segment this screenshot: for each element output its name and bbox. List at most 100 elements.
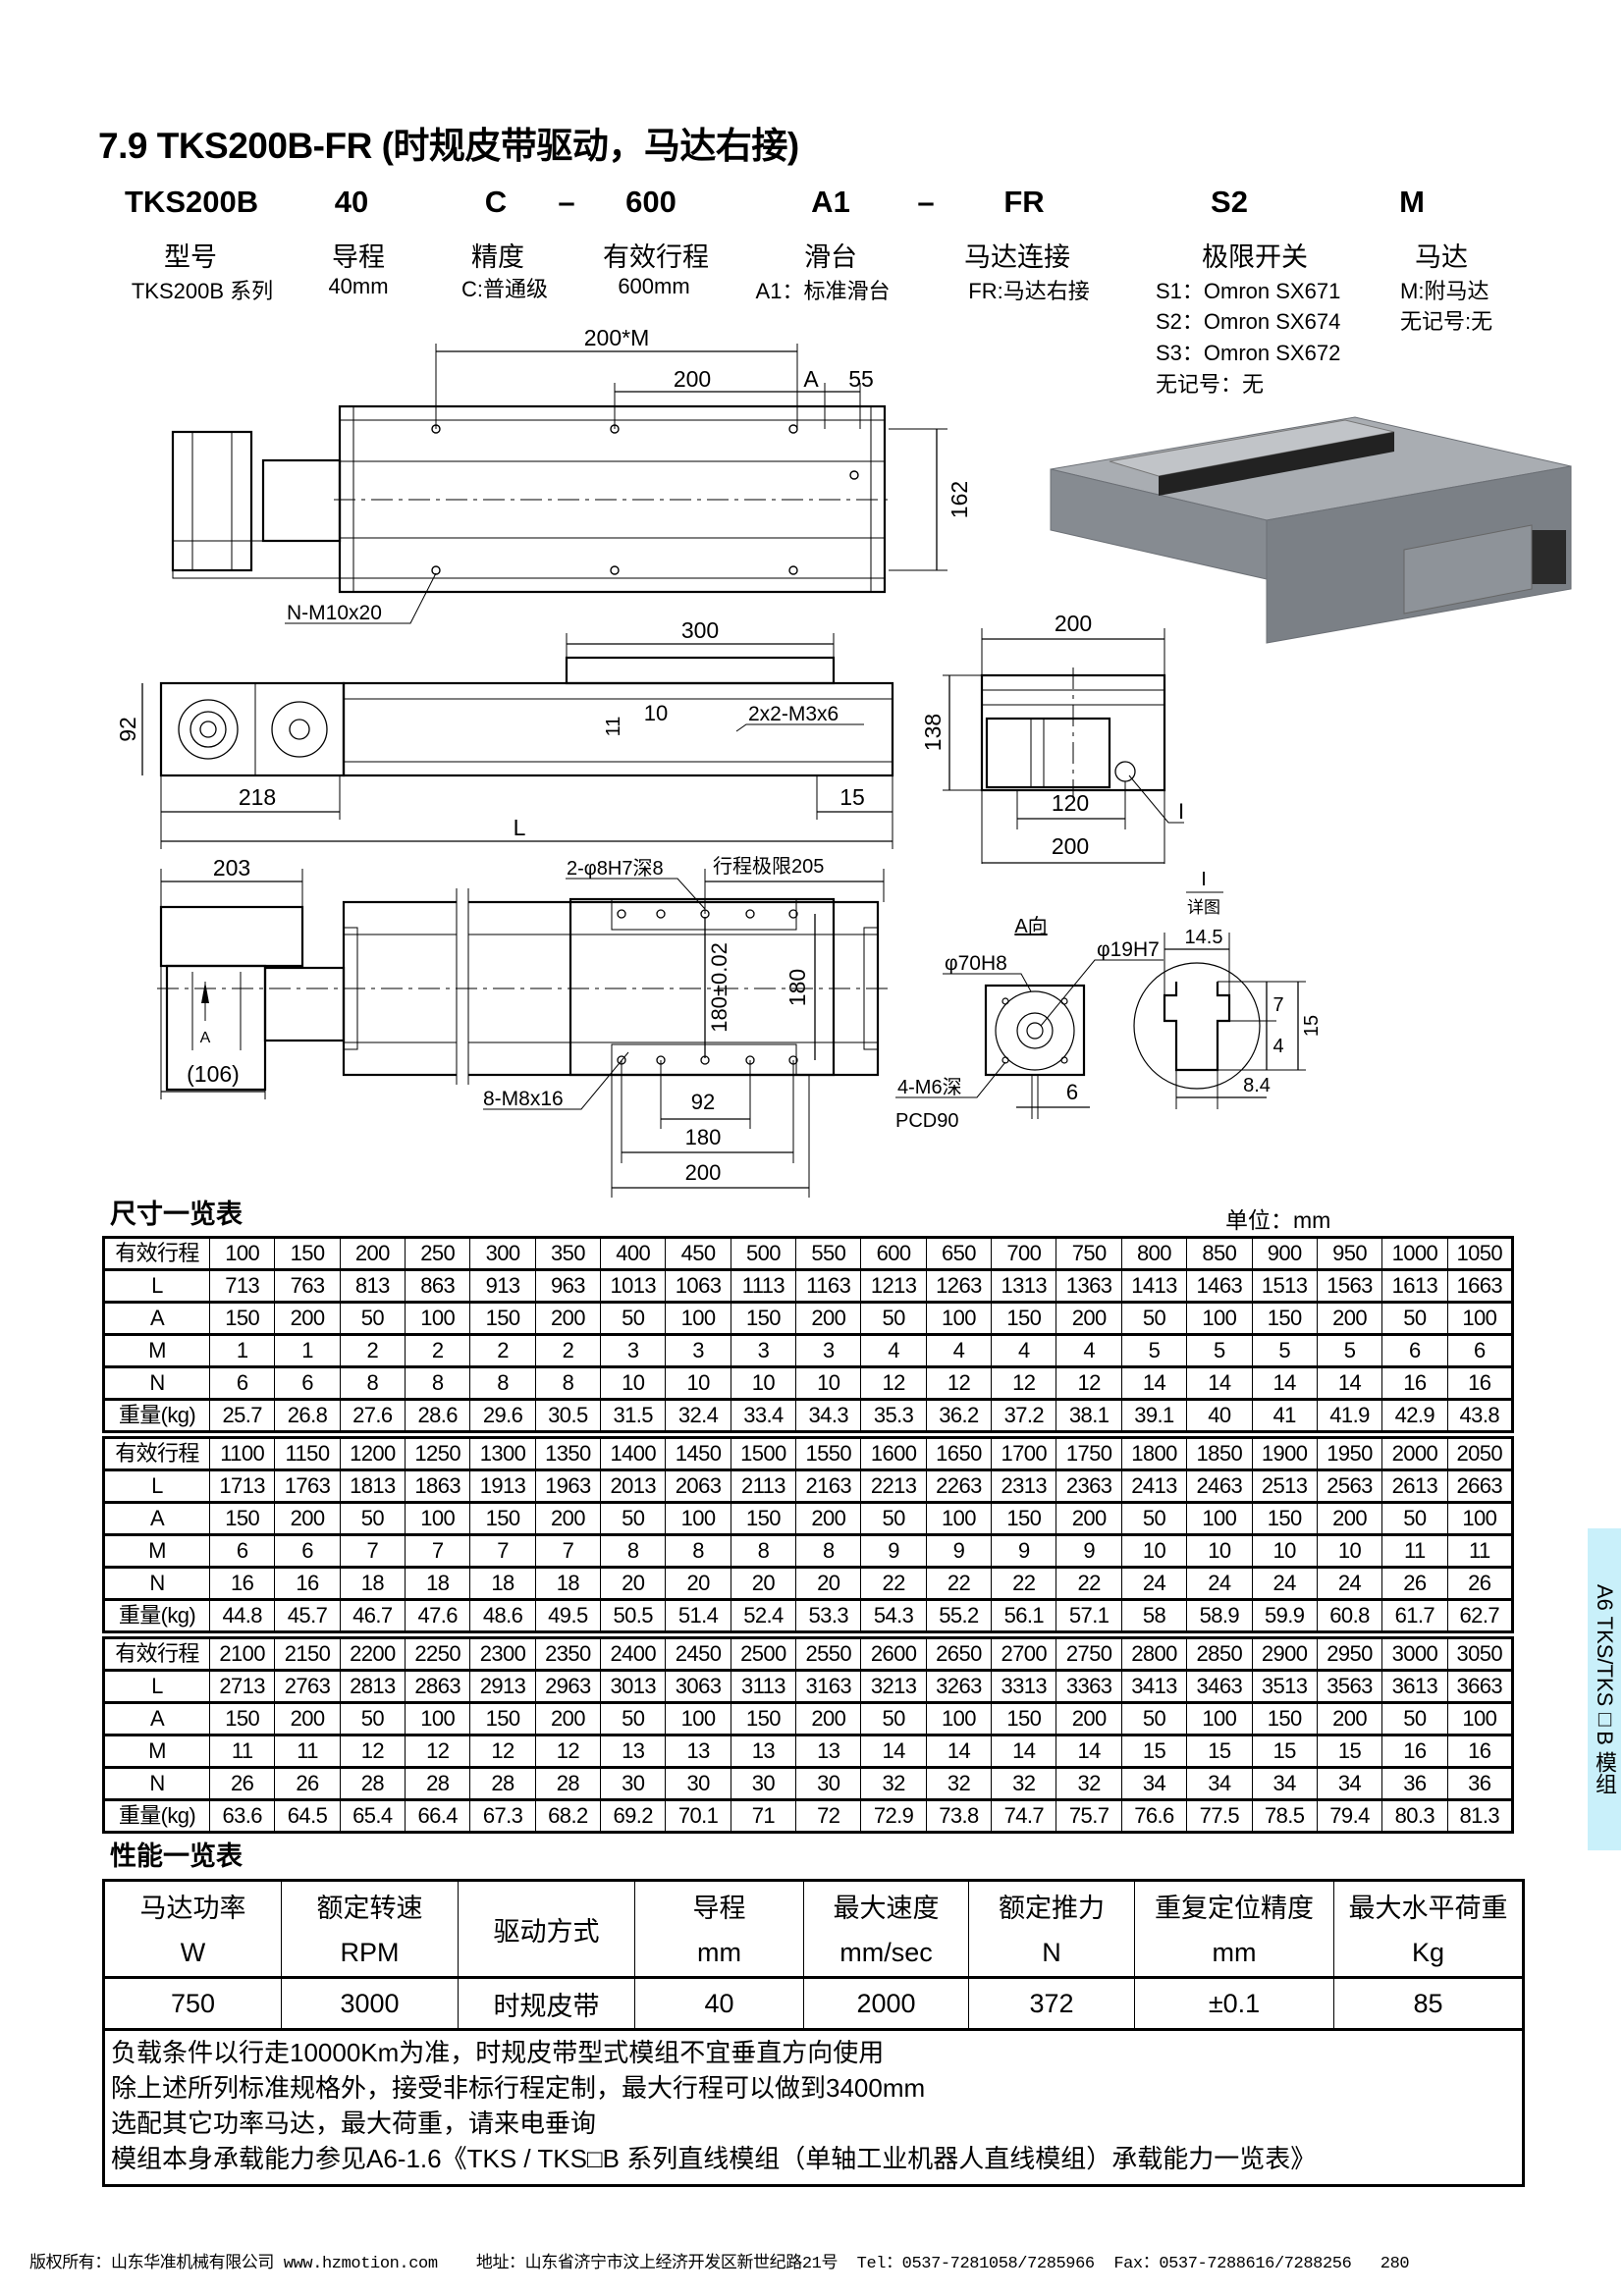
dim-300: 300: [681, 617, 719, 643]
table-cell: 24: [1251, 1566, 1318, 1600]
label-lead: 导程: [332, 242, 385, 272]
table-cell: 28: [405, 1766, 471, 1800]
table-cell: 20: [665, 1566, 731, 1600]
table-cell: 24: [1186, 1566, 1253, 1600]
detail-ref: I: [1178, 799, 1184, 824]
label-motor-connection: 马达连接: [964, 242, 1070, 272]
table-cell: 150: [730, 1301, 797, 1335]
label-motor: 马达: [1415, 242, 1468, 272]
table-cell: 26: [1446, 1566, 1514, 1600]
table-cell: 10: [1251, 1533, 1318, 1568]
table-cell: 9: [925, 1533, 993, 1568]
table-cell: 2100: [208, 1637, 276, 1671]
table-cell: 70.1: [665, 1798, 731, 1833]
column-unit: mm: [1134, 1929, 1334, 1978]
section-side-tab: A6 TKS/TKS□B 模组: [1588, 1528, 1621, 1850]
table-cell: 25.7: [208, 1398, 276, 1432]
table-cell: 1613: [1381, 1268, 1448, 1303]
table-cell: 3: [795, 1333, 862, 1367]
table-cell: 3213: [860, 1669, 927, 1703]
table-cell: 50: [860, 1301, 927, 1335]
table-cell: 11: [1381, 1533, 1448, 1568]
row-label: 重量(kg): [103, 1398, 210, 1432]
table-cell: 50: [1120, 1501, 1188, 1535]
table-cell: 100: [1186, 1501, 1253, 1535]
table-cell: 14: [860, 1734, 927, 1768]
table-cell: 12: [534, 1734, 602, 1768]
dimension-table-header: 尺寸一览表 单位：mm: [102, 1198, 1514, 1236]
table-cell: 10: [730, 1365, 797, 1400]
table-cell: 34: [1120, 1766, 1188, 1800]
column-header: 额定推力: [968, 1880, 1135, 1929]
table-cell: 3: [730, 1333, 797, 1367]
code-model: TKS200B: [125, 185, 259, 219]
table-cell: 14: [991, 1734, 1057, 1768]
table-cell: 2013: [600, 1468, 667, 1503]
table-cell: 78.5: [1251, 1798, 1318, 1833]
row-label: A: [103, 1301, 210, 1335]
table-cell: 41.9: [1316, 1398, 1383, 1432]
dim-138: 138: [920, 714, 946, 751]
table-cell: 200: [1316, 1301, 1383, 1335]
table-cell: 18: [339, 1566, 406, 1600]
note: 负载条件以行走10000Km为准，时规皮带型式模组不宜垂直方向使用: [111, 2038, 885, 2067]
table-cell: 150: [1251, 1501, 1318, 1535]
table-cell: 74.7: [991, 1798, 1057, 1833]
table-cell: 8: [665, 1533, 731, 1568]
table-cell: 300: [469, 1237, 536, 1270]
table-cell: 2850: [1186, 1637, 1253, 1671]
table-cell: 150: [991, 1501, 1057, 1535]
table-cell: 150: [208, 1501, 276, 1535]
table-cell: 2713: [208, 1669, 276, 1703]
table-cell: 913: [469, 1268, 536, 1303]
table-cell: 16: [1381, 1734, 1448, 1768]
footer-copyright: 版权所有：山东华准机械有限公司 www.hzmotion.com: [29, 2255, 438, 2273]
table-cell: 150: [469, 1701, 536, 1735]
table-cell: 34.3: [795, 1398, 862, 1432]
table-cell: 32: [860, 1766, 927, 1800]
footer: 版权所有：山东华准机械有限公司 www.hzmotion.com 地址：山东省济…: [29, 2248, 1410, 2273]
table-cell: 15: [1186, 1734, 1253, 1768]
table-cell: 2300: [469, 1637, 536, 1671]
table-cell: 58.9: [1186, 1598, 1253, 1632]
table-cell: 3513: [1251, 1669, 1318, 1703]
dim-120: 120: [1052, 790, 1089, 816]
table-cell: 2313: [991, 1468, 1057, 1503]
table-cell: 15: [1251, 1734, 1318, 1768]
dim-218: 218: [239, 784, 276, 810]
table-cell: 12: [925, 1365, 993, 1400]
a-view: A向 φ70H8 φ19H7 4-M6深 PCD90 6: [895, 915, 1164, 1132]
column-header: 最大水平荷重: [1333, 1880, 1524, 1929]
table-cell: 800: [1120, 1237, 1188, 1270]
technical-drawing: 200*M 200 A 55 162 N-M10x20 300 10 11 2x…: [115, 325, 1572, 1198]
code-lead: 40: [334, 185, 369, 219]
table-cell: 15: [1316, 1734, 1383, 1768]
table-cell: 3050: [1446, 1637, 1514, 1671]
table-cell: 200: [534, 1501, 602, 1535]
table-cell: 63.6: [208, 1798, 276, 1833]
table-cell: 50: [339, 1501, 406, 1535]
table-cell: 4: [860, 1333, 927, 1367]
table-cell: 32: [925, 1766, 993, 1800]
value-cell: 2000: [803, 1976, 969, 2030]
table-cell: 2213: [860, 1468, 927, 1503]
row-label: 有效行程: [103, 1437, 210, 1470]
table-cell: 26.8: [274, 1398, 341, 1432]
table-cell: 8: [339, 1365, 406, 1400]
table-cell: 3000: [1381, 1637, 1448, 1671]
table-cell: 13: [665, 1734, 731, 1768]
table-cell: 65.4: [339, 1798, 406, 1833]
dim-200-top: 200: [1055, 611, 1092, 636]
code-dash: –: [558, 185, 575, 219]
dim-200M: 200*M: [584, 325, 649, 350]
row-label: M: [103, 1533, 210, 1568]
table-cell: 1600: [860, 1437, 927, 1470]
